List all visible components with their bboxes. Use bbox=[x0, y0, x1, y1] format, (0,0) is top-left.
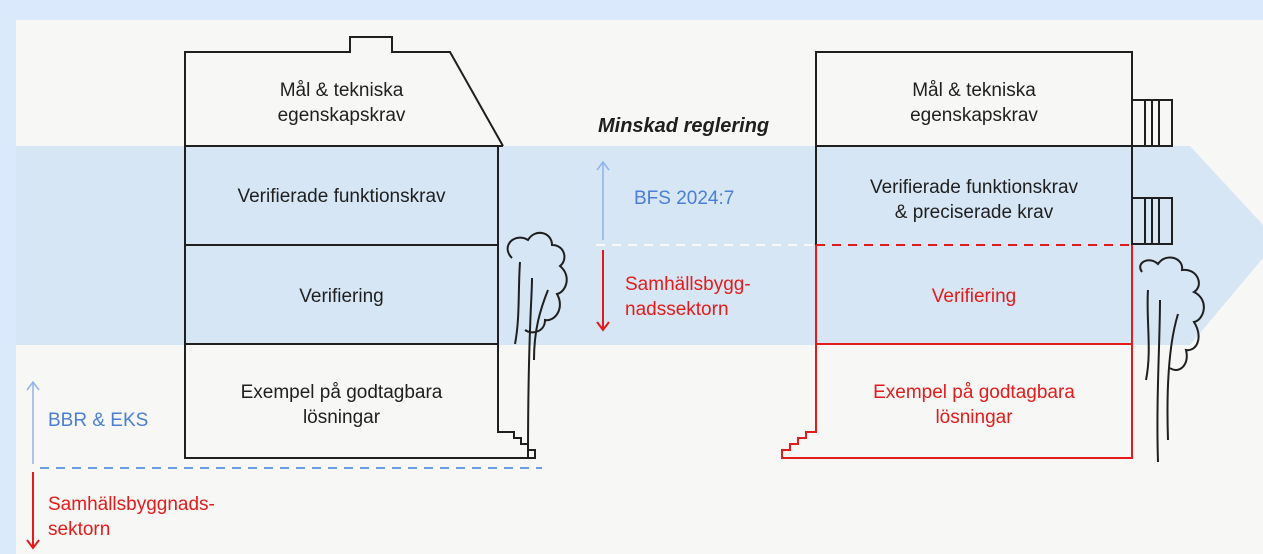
right-verification-label: Verifiering bbox=[931, 286, 1017, 307]
middle-down-arrow bbox=[596, 250, 610, 332]
right-verification-floor bbox=[815, 245, 1133, 345]
left-functional-label: Verifierade funktionskrav bbox=[237, 186, 446, 207]
right-functional-floor bbox=[815, 145, 1133, 245]
right-examples-label: Exempel på godtagbara lösningar bbox=[873, 382, 1075, 428]
left-roof-label: Mål & tekniska egenskapskrav bbox=[277, 80, 406, 126]
middle-sector-label: Samhällsbygg- nadssektorn bbox=[625, 274, 751, 320]
right-ground-floor bbox=[781, 344, 1133, 459]
left-tree-icon bbox=[506, 231, 568, 459]
bottom-sector-label: Samhällsbyggnads- sektorn bbox=[48, 494, 215, 540]
left-roof bbox=[184, 36, 504, 147]
bottom-regulation-label: BBR & EKS bbox=[48, 410, 149, 431]
middle-up-arrow bbox=[596, 160, 610, 240]
left-building bbox=[184, 36, 568, 459]
right-balcony-upper-icon bbox=[1131, 99, 1173, 147]
right-tree-icon bbox=[1139, 256, 1205, 463]
left-examples-label: Exempel på godtagbara lösningar bbox=[240, 382, 443, 428]
middle-regulation-label: BFS 2024:7 bbox=[634, 188, 735, 209]
right-roof-label: Mål & tekniska egenskapskrav bbox=[910, 80, 1038, 126]
right-balcony-lower-icon bbox=[1131, 197, 1173, 245]
left-down-arrow bbox=[26, 472, 40, 550]
left-ground-floor bbox=[184, 344, 536, 459]
left-verification-label: Verifiering bbox=[299, 286, 384, 307]
left-up-arrow bbox=[26, 380, 40, 464]
middle-title: Minskad reglering bbox=[598, 115, 770, 137]
right-building bbox=[781, 51, 1205, 463]
left-verification-floor bbox=[184, 244, 499, 345]
right-functional-label: Verifierade funktionskrav & preciserade … bbox=[869, 177, 1079, 223]
regulation-band-arrow bbox=[16, 146, 1263, 345]
